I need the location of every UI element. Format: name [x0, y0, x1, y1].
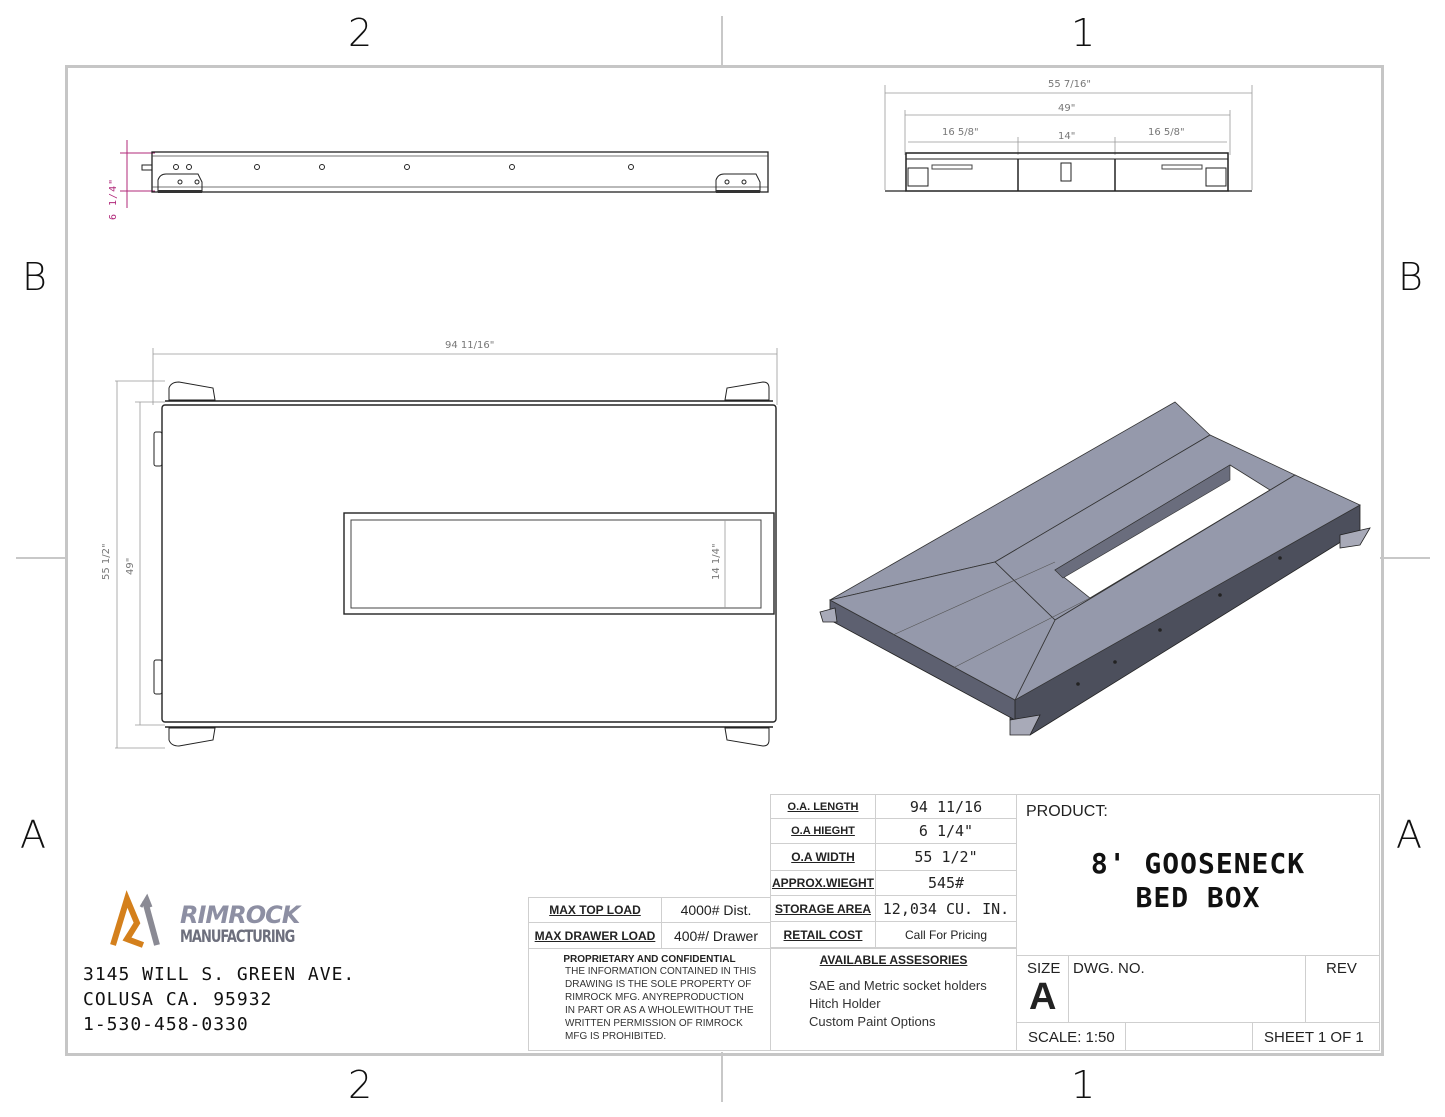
spec-value-weight: 545# — [875, 870, 1017, 896]
accessories-title: AVAILABLE ASSESORIES — [819, 953, 968, 967]
scale-value: SCALE: 1:50 — [1028, 1029, 1115, 1046]
spec-label-width: O.A WIDTH — [770, 843, 876, 871]
load-label-drawer: MAX DRAWER LOAD — [528, 922, 662, 949]
rev-label: REV — [1326, 960, 1357, 977]
accessory-item: SAE and Metric socket holders — [809, 978, 987, 993]
spec-label-weight: APPROX.WIEGHT — [770, 870, 876, 896]
mountain-logo-icon — [110, 890, 160, 948]
end-view-left-section-dim: 16 5/8" — [942, 127, 979, 138]
dwg-no-label: DWG. NO. — [1073, 960, 1145, 977]
zone-marker-bottom-2: 2 — [348, 1063, 373, 1107]
address-line-1: 3145 WILL S. GREEN AVE. — [83, 964, 356, 985]
top-view-inner-width-dim: 49" — [125, 558, 136, 575]
spec-value-retail: Call For Pricing — [875, 921, 1017, 948]
size-label: SIZE — [1027, 960, 1061, 977]
zone-marker-left-B: B — [22, 255, 47, 299]
product-label: PRODUCT: — [1026, 803, 1108, 820]
drawing-sheet-border — [65, 65, 1384, 1056]
proprietary-title: PROPRIETARY AND CONFIDENTIAL — [563, 954, 736, 965]
zone-divider-left — [16, 557, 66, 559]
spec-value-length: 94 11/16 — [875, 794, 1017, 819]
logo-word-rimrock: RIMROCK — [180, 901, 300, 929]
proprietary-line: WRITTEN PERMISSION OF RIMROCK — [565, 1018, 743, 1029]
zone-divider-right — [1380, 557, 1430, 559]
zone-marker-top-2: 2 — [348, 11, 373, 55]
end-view-drawing: 55 7/16" 49" 16 5/8" 14" 16 5/8" — [884, 79, 1253, 192]
spec-label-storage: STORAGE AREA — [770, 895, 876, 922]
product-title-line-1: 8' GOOSENECK — [1090, 847, 1306, 880]
blank-cell — [1125, 1022, 1253, 1051]
scale-cell: SCALE: 1:50 — [1016, 1022, 1126, 1051]
phone-number: 1-530-458-0330 — [83, 1014, 249, 1035]
sheet-cell: SHEET 1 OF 1 — [1252, 1022, 1380, 1051]
top-view-length-dim: 94 11/16" — [445, 340, 494, 351]
company-address: 3145 WILL S. GREEN AVE. COLUSA CA. 95932… — [83, 962, 355, 1037]
product-block: PRODUCT: 8' GOOSENECK BED BOX — [1016, 794, 1380, 956]
isometric-view-drawing — [819, 401, 1371, 736]
address-line-2: COLUSA CA. 95932 — [83, 989, 273, 1010]
company-logo: RIMROCK MANUFACTURING — [105, 890, 330, 953]
spec-label-height: O.A HIEGHT — [770, 818, 876, 844]
end-view-overall-width-dim: 55 7/16" — [1048, 79, 1091, 90]
spec-value-width: 55 1/2" — [875, 843, 1017, 871]
top-view-drawing: 94 11/16" 55 1/2" 49" 14 1/4" — [101, 340, 778, 749]
load-value-top: 4000# Dist. — [661, 897, 771, 923]
zone-divider-bottom — [721, 1052, 723, 1102]
proprietary-line: MFG IS PROHIBITED. — [565, 1031, 667, 1042]
spec-value-storage: 12,034 CU. IN. — [875, 895, 1017, 922]
load-label-top: MAX TOP LOAD — [528, 897, 662, 923]
proprietary-line: IN PART OR AS A WHOLEWITHOUT THE — [565, 1005, 754, 1016]
size-cell: SIZE A — [1016, 955, 1069, 1023]
end-view-right-section-dim: 16 5/8" — [1148, 127, 1185, 138]
logo-word-manufacturing: MANUFACTURING — [180, 927, 295, 948]
sheet-number: SHEET 1 OF 1 — [1264, 1029, 1364, 1046]
spec-value-height: 6 1/4" — [875, 818, 1017, 844]
proprietary-line: THE INFORMATION CONTAINED IN THIS — [565, 966, 757, 977]
size-value: A — [1029, 976, 1057, 1018]
spec-label-length: O.A. LENGTH — [770, 794, 876, 819]
proprietary-notice: PROPRIETARY AND CONFIDENTIAL THE INFORMA… — [528, 948, 771, 1051]
zone-marker-bottom-1: 1 — [1071, 1063, 1096, 1107]
load-value-drawer: 400#/ Drawer — [661, 922, 771, 949]
end-view-inner-width-dim: 49" — [1058, 103, 1075, 114]
top-view-overall-width-dim: 55 1/2" — [101, 543, 112, 580]
proprietary-line: RIMROCK MFG. ANYREPRODUCTION — [565, 992, 744, 1003]
zone-marker-top-1: 1 — [1071, 11, 1096, 55]
zone-divider-top — [721, 16, 723, 66]
dwg-no-cell: DWG. NO. — [1068, 955, 1306, 1023]
product-title: 8' GOOSENECK BED BOX — [1017, 847, 1379, 915]
side-view-height-dim: 6 1/4" — [108, 177, 119, 220]
zone-marker-right-B: B — [1398, 255, 1423, 299]
accessory-item: Hitch Holder — [809, 996, 881, 1011]
proprietary-line: DRAWING IS THE SOLE PROPERTY OF — [565, 979, 752, 990]
spec-label-retail: RETAIL COST — [770, 921, 876, 948]
product-title-line-2: BED BOX — [1135, 881, 1261, 914]
zone-marker-right-A: A — [1396, 813, 1422, 857]
top-view-opening-width-dim: 14 1/4" — [711, 543, 722, 580]
rev-cell: REV — [1305, 955, 1380, 1023]
accessory-item: Custom Paint Options — [809, 1014, 936, 1029]
side-view-drawing — [120, 140, 769, 208]
end-view-center-section-dim: 14" — [1058, 131, 1075, 142]
zone-marker-left-A: A — [20, 813, 46, 857]
accessories-block: AVAILABLE ASSESORIES SAE and Metric sock… — [770, 948, 1017, 1051]
